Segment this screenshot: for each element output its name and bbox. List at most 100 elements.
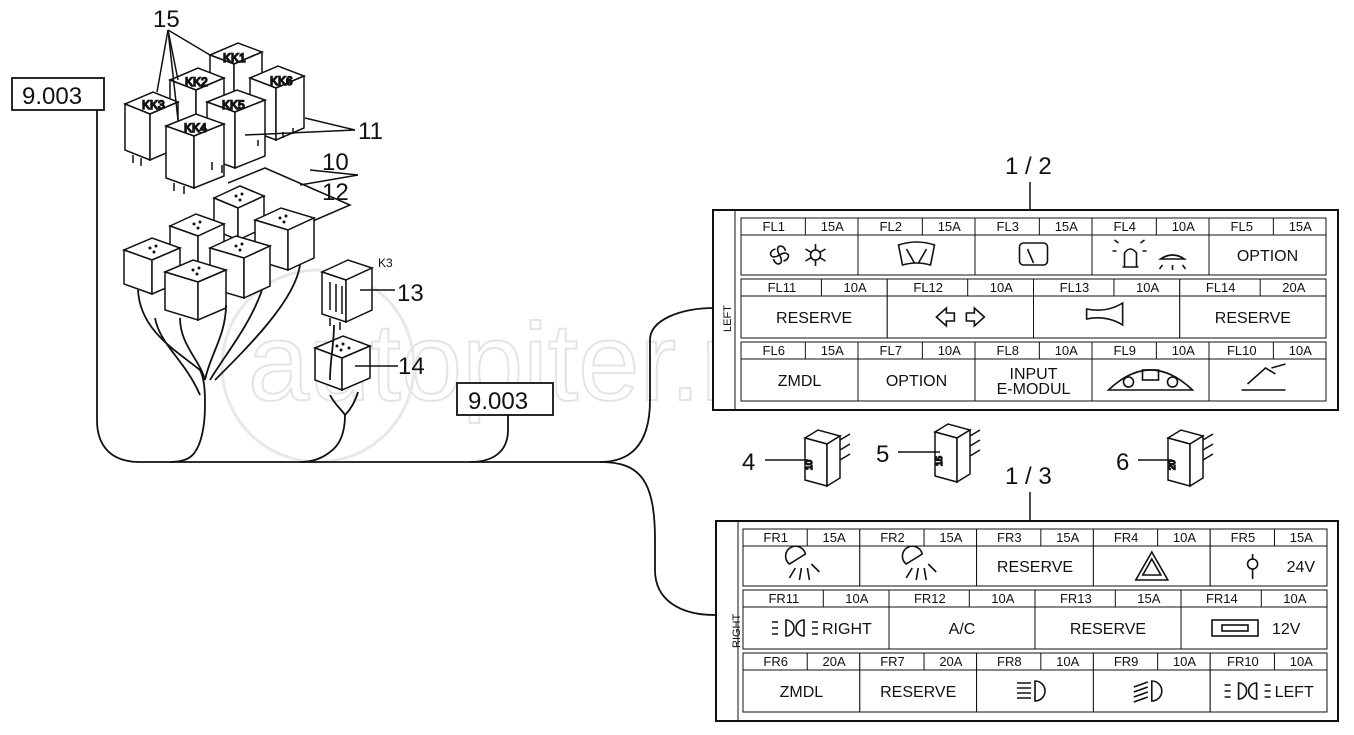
fuse-id: FL3 (997, 219, 1019, 234)
side-marker-lights-icon (1224, 682, 1271, 700)
fuse-amp: 10A (1172, 219, 1195, 234)
fuse-id: FL6 (763, 343, 785, 358)
fan-and-snowflake-icon (769, 244, 826, 266)
fuse-slot-fl9: FL9 10A (1091, 341, 1210, 402)
fuse-id: FL13 (1060, 280, 1090, 295)
seat-icon (1241, 363, 1286, 391)
k3-harness (329, 324, 359, 453)
fuse-id: FR7 (880, 654, 905, 669)
relay-label: KK1 (223, 51, 246, 65)
fuse-id: FL9 (1114, 343, 1136, 358)
fuse-label: 12V (1272, 621, 1301, 638)
fuse-id: FL1 (763, 219, 785, 234)
fuse-id: FR8 (997, 654, 1022, 669)
fuse-amp: 15A (1290, 530, 1313, 545)
fuse-amp: 10A (1289, 343, 1312, 358)
fuse-id: FL2 (880, 219, 902, 234)
horn-icon (1085, 301, 1124, 327)
fuse-slot-fr13: FR13 15A RESERVE (1034, 589, 1182, 650)
fuse-amp: 15A (1137, 591, 1160, 606)
fuse-id: FR5 (1231, 530, 1256, 545)
fuse-id: FL14 (1206, 280, 1236, 295)
callout-10-12 (227, 167, 359, 231)
fuse-4: 10 (803, 429, 851, 488)
work-light-icon (784, 545, 820, 581)
relay-label: KK4 (184, 121, 207, 135)
relay-cluster: KK1 KK6 KK2 KK3 KK5 (123, 42, 306, 194)
low-beam-icon (1133, 680, 1163, 703)
callout-11 (244, 117, 356, 136)
fuse-6: 20 (1166, 429, 1214, 488)
relay-kk4: KK4 (163, 113, 227, 190)
fuse-id: FR9 (1114, 654, 1139, 669)
relay-block-unit (121, 237, 183, 296)
fuse-id: FR14 (1206, 591, 1238, 606)
fuse-label: OPTION (1237, 248, 1298, 265)
ref-box-left[interactable]: 9.003 (11, 77, 105, 111)
fuse-amp: 10A (1136, 280, 1159, 295)
fuse-amp: 15A (821, 343, 844, 358)
fuse-amp: 10A (844, 280, 867, 295)
relay-k3-label: K3 (378, 256, 393, 270)
fuse-amp: 10A (845, 591, 868, 606)
relay-label: KK2 (185, 75, 208, 89)
fuse-id: FR6 (763, 654, 788, 669)
fuse-5-value: 15 (934, 456, 944, 466)
fuse-amp: 10A (1173, 530, 1196, 545)
fuse-6-value: 20 (1167, 460, 1177, 470)
fuse-slot-fr8: FR8 10A (976, 652, 1094, 713)
fuse-amp: 15A (821, 219, 844, 234)
hazard-warning-icon (1134, 550, 1170, 581)
fuse-slot-fl6: FL6 15A ZMDL (740, 341, 859, 402)
fuse-slot-fl1: FL1 15A (740, 217, 859, 276)
fuse-label: RESERVE (997, 559, 1073, 576)
fuse-amp: 10A (1283, 591, 1306, 606)
callout-5-label: 5 (876, 441, 889, 468)
fuse-label: RESERVE (880, 684, 956, 701)
fuse-amp: 10A (1172, 343, 1195, 358)
radio-and-socket-icon (1211, 619, 1259, 637)
ref-box-middle[interactable]: 9.003 (456, 382, 554, 416)
fuse-amp: 10A (1056, 654, 1079, 669)
fuse-amp: 10A (1055, 343, 1078, 358)
ref-box-left-label: 9.003 (22, 83, 82, 110)
relay-label: KK5 (222, 98, 245, 112)
fuse-id: FL10 (1227, 343, 1257, 358)
fuse-amp: 10A (1290, 654, 1313, 669)
fuse-label: ZMDL (778, 373, 822, 390)
fuse-slot-fr14: FR14 10A 12V (1180, 589, 1328, 650)
fuse-amp: 15A (1289, 219, 1312, 234)
fuse-id: FL11 (768, 280, 797, 295)
relay-block (121, 185, 317, 322)
fuse-id: FR13 (1060, 591, 1092, 606)
fuse-id: FR12 (914, 591, 946, 606)
panel-right-ref: 1 / 3 (1005, 463, 1052, 490)
relay-block-unit (162, 259, 229, 322)
callout-6-label: 6 (1116, 449, 1129, 476)
fuse-id: FL8 (997, 343, 1019, 358)
fuse-label: RIGHT (822, 621, 872, 638)
relay-harness (137, 264, 301, 453)
socket-icon (1246, 554, 1259, 579)
windshield-wiper-icon (897, 241, 936, 267)
fuse-label: RESERVE (1070, 621, 1146, 638)
relay-label: KK6 (270, 74, 293, 88)
turn-signal-arrows-icon (935, 306, 986, 328)
fuse-label: 24V (1287, 559, 1316, 576)
fuse-label: LEFT (1275, 684, 1314, 701)
side-marker-lights-icon (772, 619, 818, 637)
